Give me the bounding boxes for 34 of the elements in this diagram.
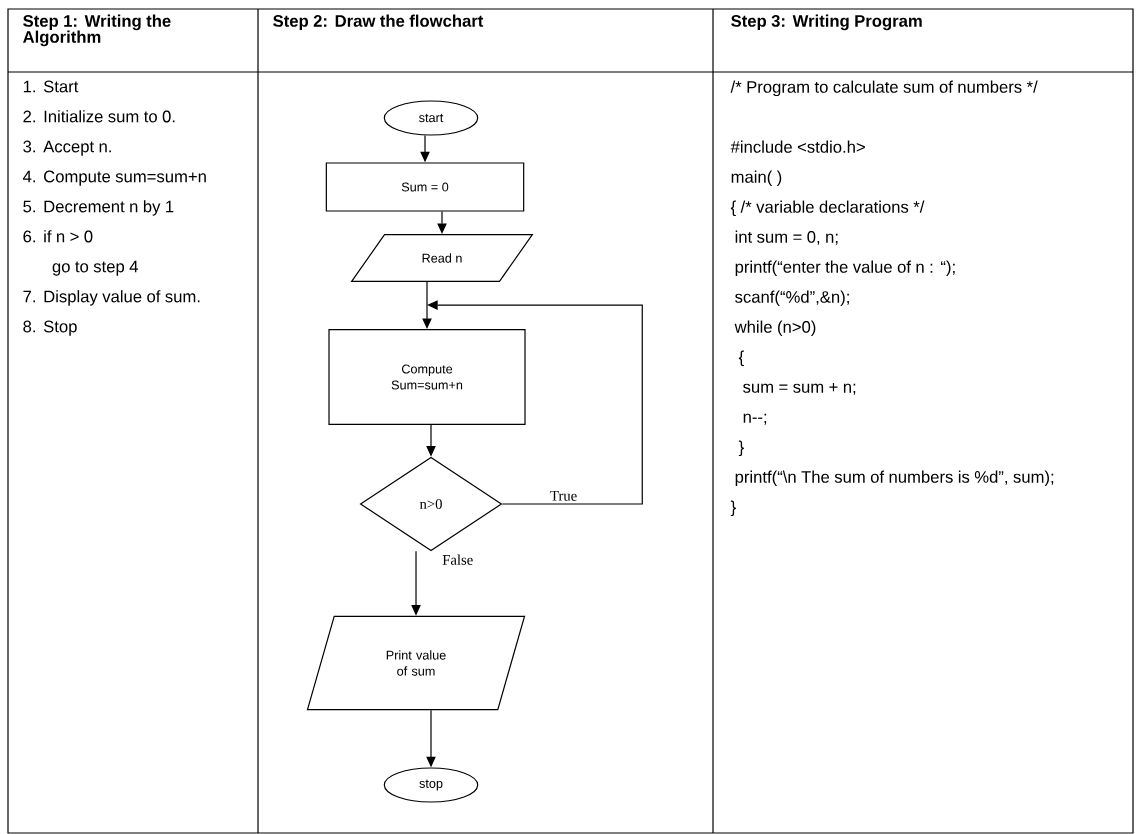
code-line: { bbox=[738, 350, 744, 367]
code-line: scanf(“%d”,&n); bbox=[735, 290, 849, 307]
arrow bbox=[437, 211, 447, 234]
process-box: Compute Sum=sum+n bbox=[328, 329, 526, 425]
algorithm-step: 1. Start bbox=[23, 80, 79, 93]
code-line: printf(“\n The sum of numbers is %d”, sum); bbox=[735, 470, 1054, 487]
column-header: Step 3: Writing Program bbox=[731, 14, 922, 31]
algorithm-step: go to step 4 bbox=[52, 260, 138, 276]
algorithm-step: 5. Decrement n by 1 bbox=[23, 200, 174, 216]
code-line: } bbox=[738, 440, 744, 457]
algorithm-step: 4. Compute sum=sum+n bbox=[23, 170, 206, 186]
algorithm-step: 8. Stop bbox=[23, 320, 77, 336]
code-line: sum = sum + n; bbox=[743, 383, 856, 395]
code-line: main( ) bbox=[731, 170, 782, 187]
column-header: Step 1: Writing the Algorithm bbox=[23, 14, 171, 47]
edge-label: False bbox=[440, 553, 475, 567]
edge-label: True bbox=[548, 489, 579, 503]
code-line: { /* variable declarations */ bbox=[730, 200, 925, 217]
code-line: printf(“enter the value of n : “); bbox=[735, 260, 955, 277]
code-line: /* Program to calculate sum of numbers */ bbox=[730, 80, 1038, 97]
process-box: Sum = 0 bbox=[325, 162, 525, 212]
code-line: n--; bbox=[743, 413, 767, 425]
code-line: #include <stdio.h> bbox=[730, 140, 865, 153]
algorithm-step: 2. Initialize sum to 0. bbox=[23, 110, 175, 123]
arrow bbox=[422, 281, 432, 329]
arrow bbox=[427, 300, 643, 505]
algorithm-step: 3. Accept n. bbox=[23, 140, 111, 156]
algorithm-step: 6. if n > 0 bbox=[23, 230, 93, 243]
column-header: Step 2: Draw the flowchart bbox=[273, 14, 484, 31]
code-line: while (n>0) bbox=[734, 320, 816, 337]
code-line: } bbox=[730, 500, 736, 517]
output-parallelogram: Print value of sum bbox=[306, 615, 526, 711]
code-line: int sum = 0, n; bbox=[735, 230, 838, 245]
algorithm-step: 7. Display value of sum. bbox=[23, 290, 200, 306]
